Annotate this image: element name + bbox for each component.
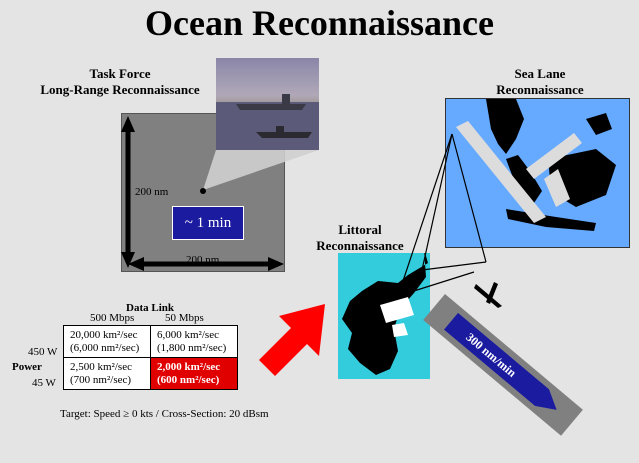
- table-cell-highlighted: 2,000 km²/sec (600 nm²/sec): [150, 357, 238, 390]
- task-force-label-line1: Task Force: [89, 66, 151, 81]
- target-footnote: Target: Speed ≥ 0 kts / Cross-Section: 2…: [60, 408, 269, 420]
- cell-value-alt: (600 nm²/sec): [157, 373, 220, 386]
- sea-lane-label: Sea Lane Reconnaissance: [460, 66, 620, 98]
- connector-lines: [397, 133, 487, 297]
- table-cell: 2,500 km²/sec (700 nm²/sec): [63, 357, 151, 390]
- table-cell: 6,000 km²/sec (1,800 nm²/sec): [150, 325, 238, 358]
- dimension-horizontal-label: 200 nm: [186, 254, 220, 266]
- time-badge: ~ 1 min: [172, 206, 244, 240]
- target-point-icon: [200, 188, 206, 194]
- page-title: Ocean Reconnaissance: [145, 3, 494, 43]
- ship-silhouette-icon: [216, 94, 319, 150]
- littoral-label-line2: Reconnaissance: [316, 238, 404, 253]
- table-row: 20,000 km²/sec (6,000 nm²/sec) 6,000 km²…: [63, 325, 238, 358]
- row-power-0: 450 W: [28, 346, 58, 358]
- big-red-arrow-icon: [259, 304, 325, 376]
- cell-value: 6,000 km²/sec: [157, 328, 219, 341]
- littoral-map: [338, 249, 430, 379]
- sea-lane-label-line2: Reconnaissance: [496, 82, 584, 97]
- cell-value-alt: (6,000 nm²/sec): [70, 341, 140, 354]
- cell-value: 20,000 km²/sec: [70, 328, 138, 341]
- cell-value: 2,000 km²/sec: [157, 360, 221, 373]
- dimension-vertical-label: 200 nm: [135, 186, 169, 198]
- cell-value-alt: (1,800 nm²/sec): [157, 341, 227, 354]
- littoral-label: Littoral Reconnaissance: [300, 222, 420, 254]
- table-row: 2,500 km²/sec (700 nm²/sec) 2,000 km²/se…: [63, 357, 238, 390]
- row-power-1: 45 W: [32, 377, 56, 389]
- data-link-table: 20,000 km²/sec (6,000 nm²/sec) 6,000 km²…: [63, 325, 238, 390]
- task-force-beam: [200, 150, 319, 194]
- power-label: Power: [12, 361, 42, 373]
- ship-photo: [216, 58, 319, 150]
- southeast-asia-map-icon: [456, 99, 616, 231]
- littoral-label-line1: Littoral: [338, 222, 382, 237]
- korea-map-icon: [342, 249, 428, 375]
- column-header-1: 50 Mbps: [165, 312, 204, 324]
- cell-value: 2,500 km²/sec: [70, 360, 132, 373]
- aircraft-icon: [474, 282, 502, 308]
- task-force-label-line2: Long-Range Reconnaissance: [40, 82, 200, 97]
- data-link-title: Data Link: [126, 302, 174, 314]
- column-header-0: 500 Mbps: [90, 312, 135, 324]
- sea-lane-map: [445, 98, 630, 248]
- sea-lane-label-line1: Sea Lane: [514, 66, 566, 81]
- table-cell: 20,000 km²/sec (6,000 nm²/sec): [63, 325, 151, 358]
- task-force-label: Task Force Long-Range Reconnaissance: [10, 66, 230, 98]
- cell-value-alt: (700 nm²/sec): [70, 373, 132, 386]
- dimension-arrows: [121, 116, 284, 271]
